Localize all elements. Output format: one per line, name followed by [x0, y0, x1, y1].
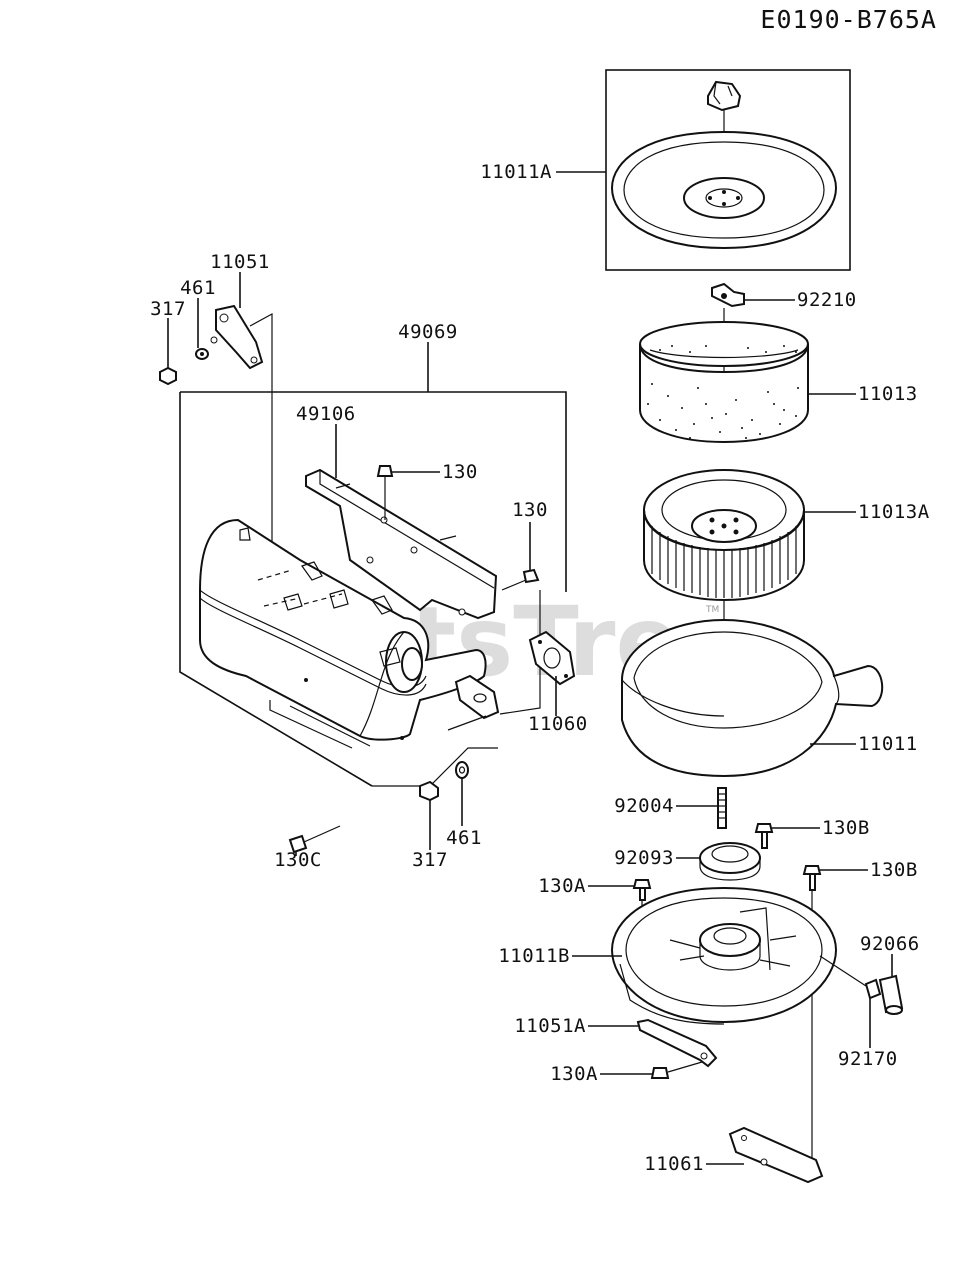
- label-11013A: 11013A: [858, 501, 930, 523]
- label-11061: 11061: [644, 1153, 704, 1175]
- label-130-2: 130: [512, 499, 548, 521]
- bolt-130-1: [376, 465, 394, 520]
- stud-bolt: [717, 787, 727, 829]
- label-11011A: 11011A: [480, 161, 552, 183]
- label-92170: 92170: [838, 1048, 898, 1070]
- air-filter-element: [643, 469, 805, 602]
- bolt-130B-2: [802, 865, 822, 891]
- plate-11061: [728, 1126, 824, 1184]
- cap-92066: [878, 974, 904, 1015]
- bolt-130A-1: [632, 879, 652, 901]
- label-130A-1: 130A: [538, 875, 586, 897]
- gasket-11060: [528, 630, 576, 686]
- label-92066: 92066: [860, 933, 920, 955]
- label-461-1: 461: [180, 277, 216, 299]
- heat-shield-49106: [305, 468, 498, 620]
- label-49106: 49106: [296, 403, 356, 425]
- label-49069: 49069: [398, 321, 458, 343]
- muffler: [199, 518, 500, 741]
- nut-317-1: [159, 366, 177, 386]
- label-130B-2: 130B: [870, 859, 918, 881]
- label-130B-1: 130B: [822, 817, 870, 839]
- muffler-bracket-11051: [210, 304, 264, 370]
- diagram-code: E0190-B765A: [760, 5, 937, 34]
- label-11060: 11060: [528, 713, 588, 735]
- bolt-130B-1: [754, 823, 774, 849]
- label-130A-2: 130A: [550, 1063, 598, 1085]
- label-130C: 130C: [274, 849, 322, 871]
- label-317-2: 317: [412, 849, 448, 871]
- bolt-130A-2: [650, 1061, 703, 1079]
- washer-461-1: [195, 348, 209, 360]
- label-92093: 92093: [614, 847, 674, 869]
- label-11011: 11011: [858, 733, 918, 755]
- pre-cleaner-foam: [639, 321, 809, 444]
- label-92004: 92004: [614, 795, 674, 817]
- label-11013: 11013: [858, 383, 918, 405]
- clamp-92170: [864, 978, 882, 1000]
- bracket-11051A: [636, 1018, 718, 1068]
- label-11051: 11051: [210, 251, 270, 273]
- air-cleaner-case: [621, 618, 884, 778]
- washer-461-2: [455, 761, 469, 779]
- label-317-1: 317: [150, 298, 186, 320]
- seal-ring: [699, 842, 761, 881]
- label-11051A: 11051A: [514, 1015, 586, 1037]
- label-130-1: 130: [442, 461, 478, 483]
- bolt-130C: [288, 825, 341, 854]
- label-92210: 92210: [797, 289, 857, 311]
- nut-317-2: [419, 780, 439, 802]
- cover-knob: [707, 80, 742, 112]
- trademark: TM: [705, 605, 719, 615]
- air-cleaner-base: [610, 886, 838, 1025]
- wing-nut: [711, 282, 745, 308]
- bolt-130-2: [522, 568, 540, 584]
- label-11011B: 11011B: [498, 945, 570, 967]
- air-cleaner-cover: [610, 130, 838, 250]
- air-cleaner-cover-box: [605, 69, 851, 271]
- label-461-2: 461: [446, 827, 482, 849]
